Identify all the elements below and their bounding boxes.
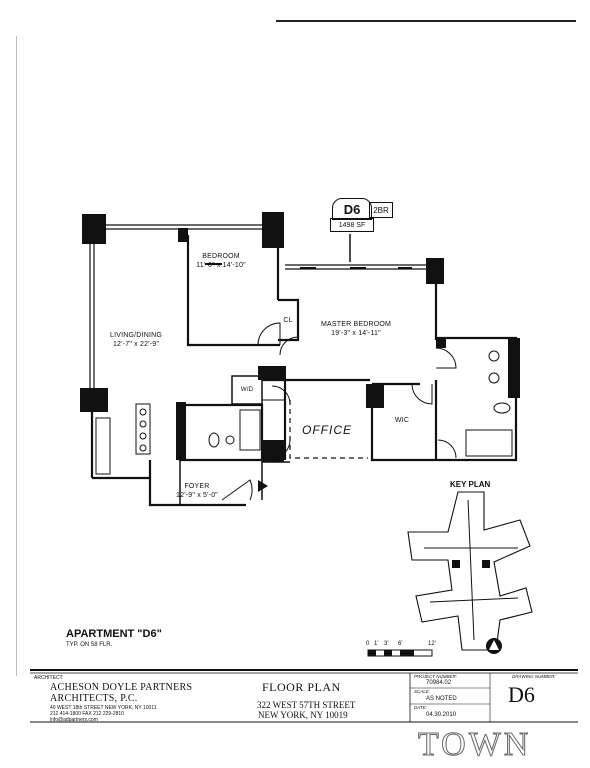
- range: [135, 403, 151, 455]
- column: [80, 388, 108, 412]
- sink: [488, 372, 500, 384]
- unit-designation: D6: [343, 201, 361, 217]
- column: [258, 366, 286, 380]
- room-name: MASTER BEDROOM: [320, 321, 392, 328]
- sink: [225, 435, 235, 445]
- door-swing: [437, 439, 457, 459]
- firm-address: 40 WEST 18th STREET NEW YORK, NY 10011: [50, 705, 157, 711]
- room-label-wd: W/D: [240, 387, 254, 393]
- bathtub: [465, 429, 513, 457]
- wd-closet: [231, 375, 263, 405]
- toilet: [493, 402, 511, 414]
- door-swing: [257, 322, 281, 346]
- unit-type: 2BR: [373, 205, 389, 215]
- drawing-number-label: DRAWING NUMBER:: [512, 674, 556, 679]
- room-dims: 12'-7" x 22'-9": [112, 341, 160, 348]
- town-watermark: TOWN: [417, 726, 532, 764]
- key-plan-diagram: [407, 491, 533, 651]
- bedroom-walls: [186, 235, 280, 347]
- room-dims: 19'-3" x 14'-11": [331, 330, 381, 337]
- bath-walls: [436, 336, 518, 462]
- column: [82, 214, 106, 244]
- project-number-label: PROJECT NUMBER:: [414, 674, 458, 679]
- header-rule: [276, 20, 576, 22]
- firm-name-line1: ACHESON DOYLE PARTNERS: [50, 682, 193, 693]
- page-border-left: [16, 36, 17, 676]
- project-number: 70984.02: [426, 680, 452, 686]
- apartment-subtitle: TYP. ON 58 FLR.: [66, 642, 113, 648]
- kitchen-walls: [92, 476, 246, 507]
- room-label-office: OFFICE: [302, 423, 352, 437]
- unit-marker: D6: [332, 198, 372, 220]
- room-name: FOYER: [184, 483, 210, 490]
- column: [178, 228, 188, 242]
- scale-tick: 12': [428, 641, 436, 647]
- room-label-bedroom: BEDROOM 11'-6" x 14'-10": [186, 252, 256, 270]
- kitchen-counter: [95, 417, 111, 475]
- room-dims: 11'-6" x 14'-10": [196, 262, 246, 269]
- unit-type-box: 2BR: [369, 202, 393, 218]
- scale-tick: 1': [374, 641, 379, 647]
- date-value: 04.30.2010: [426, 712, 457, 718]
- scale-value: AS NOTED: [426, 696, 457, 702]
- office-dashed: [289, 400, 368, 459]
- room-name: LIVING/DINING: [110, 332, 162, 339]
- unit-area-box: 1498 SF: [330, 218, 374, 232]
- firm-web: info@adpartners.com: [50, 717, 98, 723]
- door-swing: [221, 479, 253, 501]
- room-label-foyer: FOYER 12'-9" x 5'-0": [162, 482, 232, 500]
- firm-name-line2: ARCHITECTS, P.C.: [50, 693, 138, 704]
- door-swing: [435, 347, 457, 369]
- firm-phone: 212 414-1800 FAX 212 229-2810: [50, 711, 124, 717]
- column: [436, 338, 446, 348]
- powder-room-walls: [178, 403, 264, 462]
- scale-bar-graphic: [367, 649, 433, 657]
- apartment-title: APARTMENT "D6": [66, 628, 162, 640]
- room-name: BEDROOM: [202, 253, 240, 260]
- column: [508, 338, 520, 398]
- scale-tick: 6': [398, 641, 403, 647]
- door-swing: [279, 336, 299, 356]
- address-line2: NEW YORK, NY 10019: [258, 710, 348, 720]
- room-label-wic: WIC: [394, 417, 410, 424]
- room-label-cl: CL: [283, 317, 293, 324]
- toilet: [208, 432, 220, 448]
- column: [262, 212, 284, 248]
- north-arrow-icon: [486, 638, 502, 654]
- shower: [239, 409, 261, 451]
- scale-label: SCALE:: [414, 689, 431, 694]
- door-swing: [271, 385, 291, 405]
- date-label: DATE:: [414, 705, 427, 710]
- column: [366, 384, 384, 408]
- room-label-master: MASTER BEDROOM 19'-3" x 14'-11": [316, 320, 396, 338]
- unit-area: 1498 SF: [338, 221, 366, 229]
- column: [262, 440, 284, 462]
- key-plan-highlight: [452, 560, 460, 568]
- door-swing: [271, 439, 291, 459]
- scale-tick: 3': [384, 641, 389, 647]
- scale-tick: 0: [366, 641, 370, 647]
- column: [176, 402, 186, 460]
- entry-arrow: [258, 480, 268, 492]
- column: [426, 258, 444, 284]
- sink: [488, 350, 500, 362]
- drawing-number: D6: [508, 682, 535, 707]
- room-label-living: LIVING/DINING 12'-7" x 22'-9": [98, 331, 174, 349]
- room-dims: 12'-9" x 5'-0": [176, 492, 218, 499]
- address-line1: 322 WEST 57TH STREET: [257, 700, 356, 710]
- key-plan-title: KEY PLAN: [450, 480, 491, 489]
- door-swing: [411, 383, 433, 405]
- drawing-title: FLOOR PLAN: [262, 680, 341, 694]
- wic-walls: [370, 384, 436, 462]
- architect-label: ARCHITECT:: [34, 675, 64, 681]
